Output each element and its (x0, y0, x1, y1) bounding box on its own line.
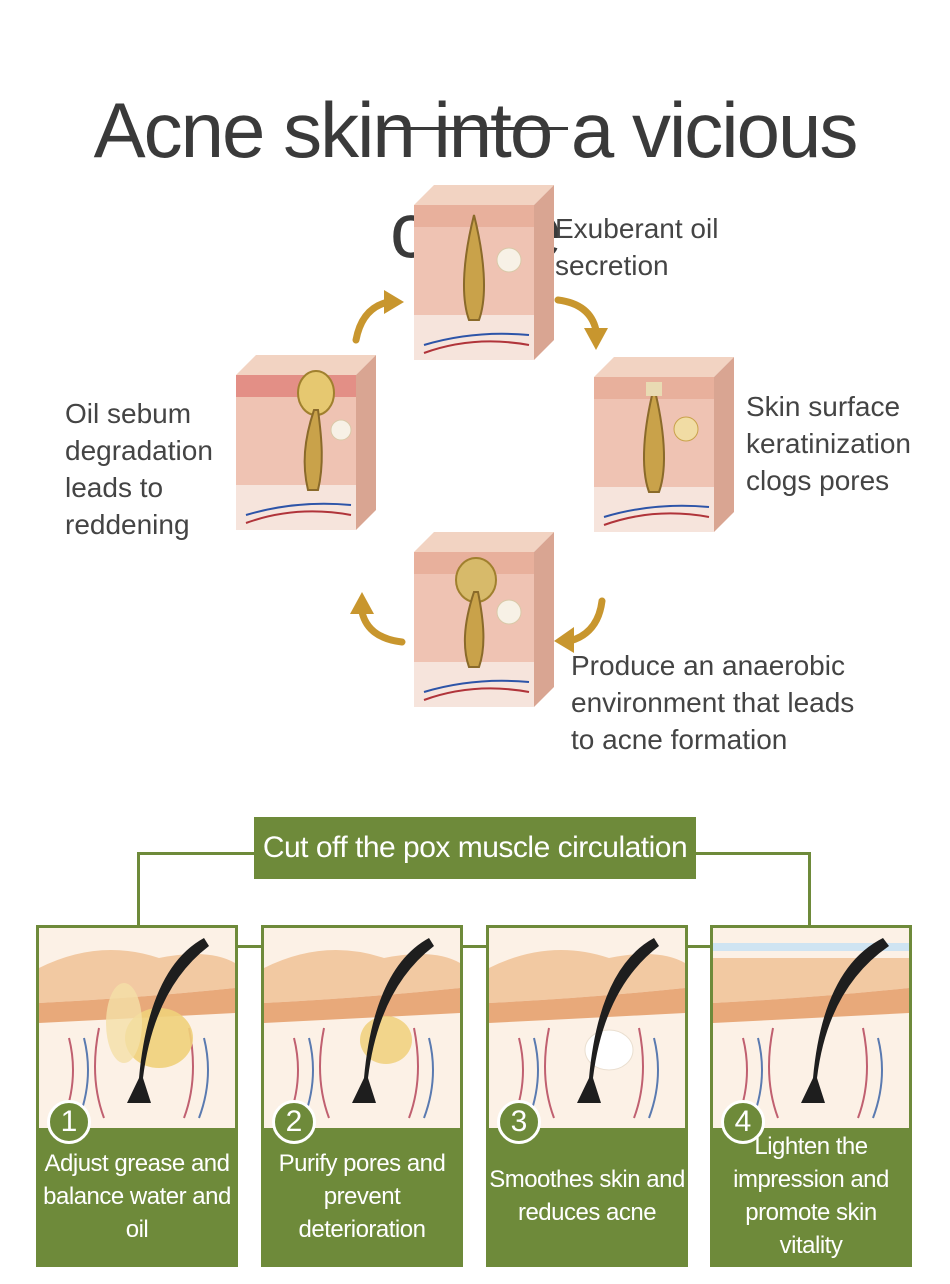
curved-arrow-up-left-icon (348, 590, 408, 650)
curved-arrow-up-right-icon (348, 288, 408, 348)
skin-block-oil-secretion (414, 185, 554, 360)
curved-arrow-down-right-icon (552, 292, 612, 352)
card-description: Adjust grease and balance water and oil (39, 1128, 235, 1264)
connector-line-left (137, 852, 255, 855)
cycle-label-acne-formation: Produce an anaerobic environment that le… (571, 650, 855, 755)
connector-card-1-2 (238, 945, 263, 948)
skin-block-keratinization (594, 357, 734, 532)
step-number-badge: 4 (721, 1100, 765, 1144)
skin-block-reddening (236, 355, 376, 530)
curved-arrow-down-left-icon (550, 595, 610, 655)
solution-card-3: 3 Smoothes skin and reduces acne (486, 925, 688, 1267)
connector-drop-right (808, 852, 811, 926)
skin-block-acne-formation (414, 532, 554, 707)
solution-card-2: 2 Purify pores and prevent deterioration (261, 925, 463, 1267)
connector-card-3-4 (687, 945, 712, 948)
step-number-badge: 2 (272, 1100, 316, 1144)
connector-line-right (695, 852, 811, 855)
card-description: Lighten the impression and promote skin … (713, 1128, 909, 1264)
cycle-label-keratinization: Skin surface keratinization clogs pores (746, 391, 911, 496)
connector-card-2-3 (463, 945, 487, 948)
solution-banner: Cut off the pox muscle circulation (254, 817, 696, 879)
hair-follicle-illustration (489, 928, 685, 1128)
card-description: Smoothes skin and reduces acne (489, 1128, 685, 1264)
solution-card-4: 4 Lighten the impression and promote ski… (710, 925, 912, 1267)
cycle-label-oil-secretion: Exuberant oil secretion (555, 213, 719, 281)
hair-follicle-illustration (39, 928, 235, 1128)
card-description: Purify pores and prevent deterioration (264, 1128, 460, 1264)
hair-follicle-illustration (713, 928, 909, 1128)
connector-drop-left (137, 852, 140, 926)
hair-follicle-illustration (264, 928, 460, 1128)
solution-card-1: 1 Adjust grease and balance water and oi… (36, 925, 238, 1267)
cycle-label-reddening: Oil sebum degradation leads to reddening (65, 398, 213, 540)
step-number-badge: 1 (47, 1100, 91, 1144)
step-number-badge: 3 (497, 1100, 541, 1144)
title-underline (380, 127, 568, 130)
vicious-circle-diagram: Exuberant oil secretion Skin surface ker… (0, 170, 950, 790)
